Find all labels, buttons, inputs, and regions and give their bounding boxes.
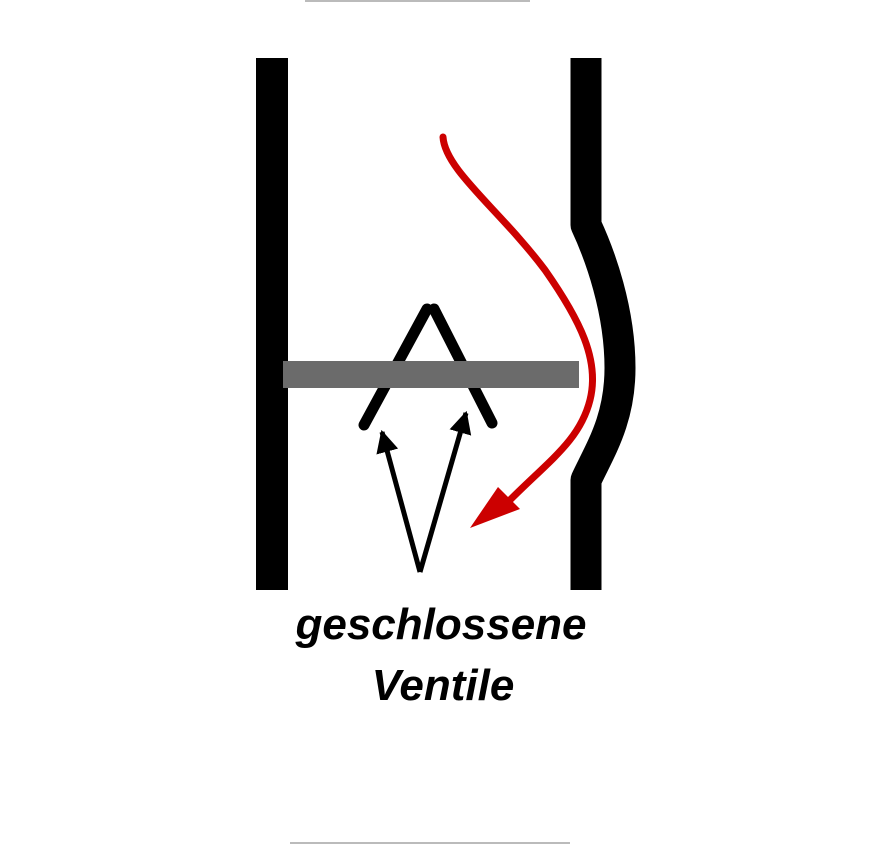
left-vein-wall [256,58,288,590]
backflow-arrow-head [470,487,520,528]
right-vein-wall [570,58,636,590]
valve-label-line-2: Ventile [371,661,515,710]
backflow-arrow [439,133,597,504]
pointer-arrow-left [376,429,423,573]
pointer-arrow-right [417,410,472,573]
valve-label-line-1: geschlossene [295,600,587,649]
gray-bar [283,361,579,388]
